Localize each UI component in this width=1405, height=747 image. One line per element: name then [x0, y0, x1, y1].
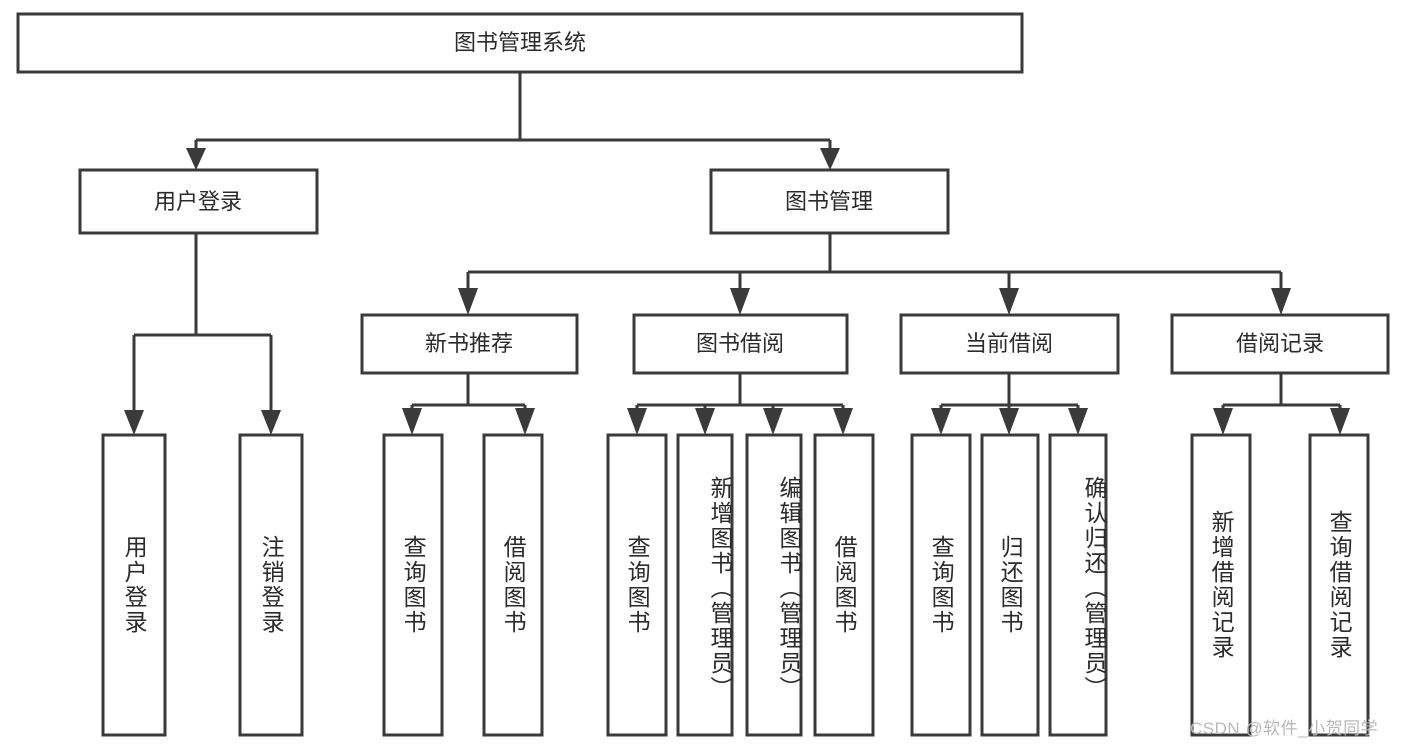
arrow-to-leaf-query-book-2	[627, 408, 647, 435]
node-leaf-query-book-2[interactable]	[606, 433, 668, 737]
arrow-to-leaf-add-book	[695, 408, 715, 435]
label-borrow-record: 借阅记录	[1236, 331, 1324, 356]
node-borrow-record[interactable]	[1170, 313, 1390, 375]
arrow-to-new-book-recommend	[458, 288, 478, 315]
arrow-to-leaf-borrow-book-1	[515, 408, 535, 435]
node-user-login[interactable]	[78, 168, 319, 235]
node-leaf-return-book[interactable]	[980, 433, 1040, 737]
node-leaf-add-record[interactable]	[1190, 433, 1252, 737]
label-leaf-confirm-return: 确认归还（管理员）	[1081, 475, 1107, 701]
label-leaf-add-record: 新增借阅记录	[1208, 510, 1235, 660]
label-book-manage: 图书管理	[785, 189, 873, 214]
edge-layer	[124, 72, 1350, 435]
arrow-to-current-borrow	[999, 288, 1019, 315]
label-user-login: 用户登录	[154, 189, 242, 214]
arrow-to-leaf-user-login	[124, 410, 144, 435]
node-leaf-user-login[interactable]	[101, 433, 167, 737]
node-leaf-confirm-return[interactable]	[1048, 433, 1108, 737]
node-new-book-recommend[interactable]	[360, 313, 579, 375]
arrow-to-leaf-query-book-3	[931, 408, 951, 435]
arrow-to-leaf-query-book-1	[402, 408, 422, 435]
watermark-text: CSDN @软件_小贺同学	[1190, 719, 1379, 738]
arrow-to-leaf-return-book	[999, 408, 1019, 435]
label-leaf-add-book: 新增图书（管理员）	[707, 475, 733, 701]
node-book-manage[interactable]	[709, 168, 950, 235]
node-book-borrow[interactable]	[632, 313, 849, 375]
node-current-borrow[interactable]	[899, 313, 1120, 375]
arrow-to-leaf-logout	[261, 410, 281, 435]
arrow-to-book-borrow	[730, 288, 750, 315]
label-layer: 图书管理系统 用户登录 图书管理 新书推荐 图书借阅 当前借阅 借阅记录	[154, 30, 1324, 356]
node-leaf-query-book-3[interactable]	[910, 433, 972, 737]
arrow-to-leaf-borrow-book-2	[833, 408, 853, 435]
node-leaf-borrow-book-1[interactable]	[482, 433, 544, 737]
label-leaf-edit-book: 编辑图书（管理员）	[776, 475, 802, 701]
node-leaf-logout[interactable]	[238, 433, 304, 737]
node-leaf-add-book[interactable]	[676, 433, 734, 737]
label-leaf-query-book-1: 查询图书	[400, 535, 427, 635]
label-leaf-query-book-2: 查询图书	[624, 535, 651, 635]
label-new-book-recommend: 新书推荐	[425, 331, 513, 356]
arrow-to-user-login	[186, 148, 206, 170]
label-leaf-borrow-book-2: 借阅图书	[831, 535, 858, 635]
label-root: 图书管理系统	[454, 30, 586, 55]
node-leaf-query-book-1[interactable]	[382, 433, 444, 737]
node-root[interactable]	[16, 12, 1024, 74]
arrow-to-book-manage	[820, 148, 840, 170]
arrow-to-leaf-edit-book	[763, 408, 783, 435]
label-leaf-return-book: 归还图书	[997, 535, 1024, 635]
label-book-borrow: 图书借阅	[696, 331, 784, 356]
label-leaf-user-login: 用户登录	[121, 535, 148, 635]
arrow-to-leaf-confirm-return	[1068, 408, 1088, 435]
arrow-to-borrow-record	[1271, 288, 1291, 315]
label-leaf-query-record: 查询借阅记录	[1326, 510, 1353, 660]
label-leaf-borrow-book-1: 借阅图书	[500, 535, 527, 635]
label-leaf-logout: 注销登录	[258, 535, 285, 635]
label-current-borrow: 当前借阅	[965, 331, 1053, 356]
node-leaf-borrow-book-2[interactable]	[813, 433, 875, 737]
node-leaf-edit-book[interactable]	[745, 433, 803, 737]
node-leaf-query-record[interactable]	[1308, 433, 1370, 737]
arrow-to-leaf-query-record	[1330, 408, 1350, 435]
node-layer	[16, 12, 1390, 737]
arrow-to-leaf-add-record	[1213, 408, 1233, 435]
label-leaf-query-book-3: 查询图书	[928, 535, 955, 635]
